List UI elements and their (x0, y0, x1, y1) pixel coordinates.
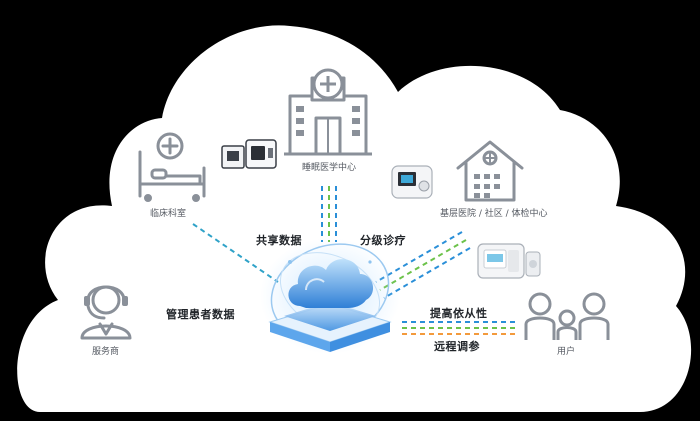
label-clinical-ward: 临床科室 (150, 209, 187, 219)
label-manage-patient-data: 管理患者数据 (166, 308, 235, 321)
cloud-platform-icon (260, 238, 400, 354)
label-service-provider: 服务商 (92, 347, 120, 357)
label-remote-titration: 远程调参 (434, 340, 480, 353)
monitor-device-icon (221, 139, 277, 169)
family-icon (524, 292, 610, 340)
hospital-bed-icon (138, 132, 206, 202)
label-sleep-center: 睡眠医学中心 (302, 163, 357, 173)
label-primary-care: 基层医院 / 社区 / 体检中心 (440, 209, 548, 219)
label-tiered-care: 分级诊疗 (360, 234, 406, 247)
sleep-device-icon (391, 165, 433, 199)
hospital-icon (284, 68, 372, 156)
cloud-background (17, 25, 692, 412)
link-clinical-to-hub (192, 223, 279, 283)
clinic-house-icon (456, 140, 524, 202)
label-shared-data: 共享数据 (256, 234, 302, 247)
label-user: 用户 (557, 347, 576, 357)
ventilator-device-icon (477, 243, 541, 279)
headset-person-icon (80, 285, 132, 340)
label-improve-compliance: 提高依从性 (430, 307, 488, 320)
